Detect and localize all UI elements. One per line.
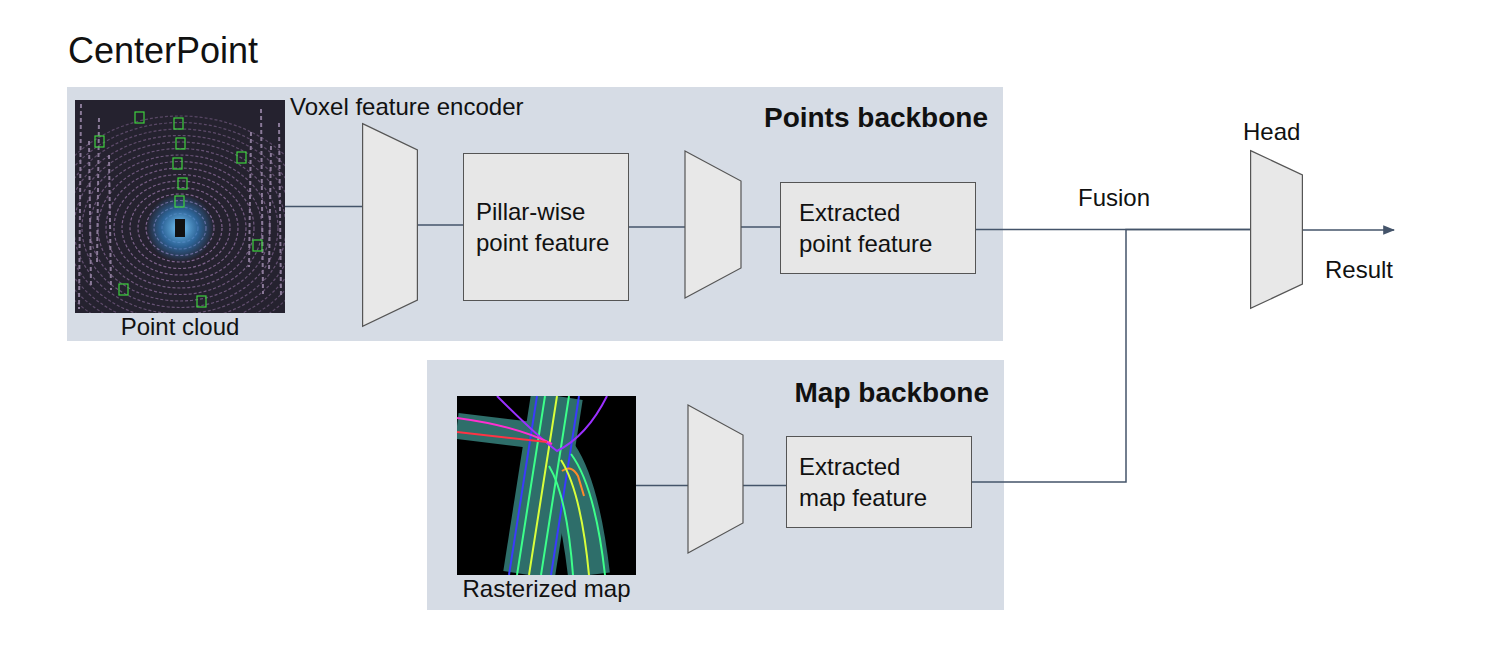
trapezoid-block: [362, 123, 418, 327]
output-arrow: [1303, 229, 1394, 231]
image-caption: Point cloud: [75, 314, 285, 340]
trapezoid-block: [1250, 150, 1303, 309]
feature-box: Extracted map feature: [786, 436, 972, 528]
feature-box: Extracted point feature: [780, 182, 976, 274]
connector: [418, 224, 463, 226]
connector: [972, 230, 1250, 483]
fusion-label: Fusion: [1078, 185, 1150, 211]
block-label: Head: [1243, 119, 1300, 145]
feature-box: Pillar-wise point feature: [463, 153, 629, 301]
result-label: Result: [1325, 257, 1393, 283]
point-cloud-image: Point cloud: [75, 100, 285, 340]
box-text: Extracted point feature: [799, 197, 953, 259]
voxel-encoder-block: Voxel feature encoder: [362, 123, 418, 327]
diagram-title: CenterPoint: [68, 29, 258, 72]
block-label: Voxel feature encoder: [290, 94, 524, 120]
panel-heading: Points backbone: [67, 101, 988, 135]
box-text: Extracted map feature: [799, 451, 943, 513]
box-text: Pillar-wise point feature: [476, 196, 616, 258]
connector: [285, 206, 362, 208]
rasterized-map-image: Rasterized map: [457, 396, 636, 602]
page-flow: Point cloudVoxel feature encoderPillar-w…: [0, 0, 1500, 610]
panel-heading: Map backbone: [427, 376, 989, 410]
image-caption: Rasterized map: [457, 576, 636, 602]
head-block: Head: [1250, 150, 1303, 309]
points-backbone-panel: Point cloudVoxel feature encoderPillar-w…: [67, 87, 1003, 341]
map-picture: [457, 396, 636, 575]
point-cloud-picture: [75, 100, 285, 313]
